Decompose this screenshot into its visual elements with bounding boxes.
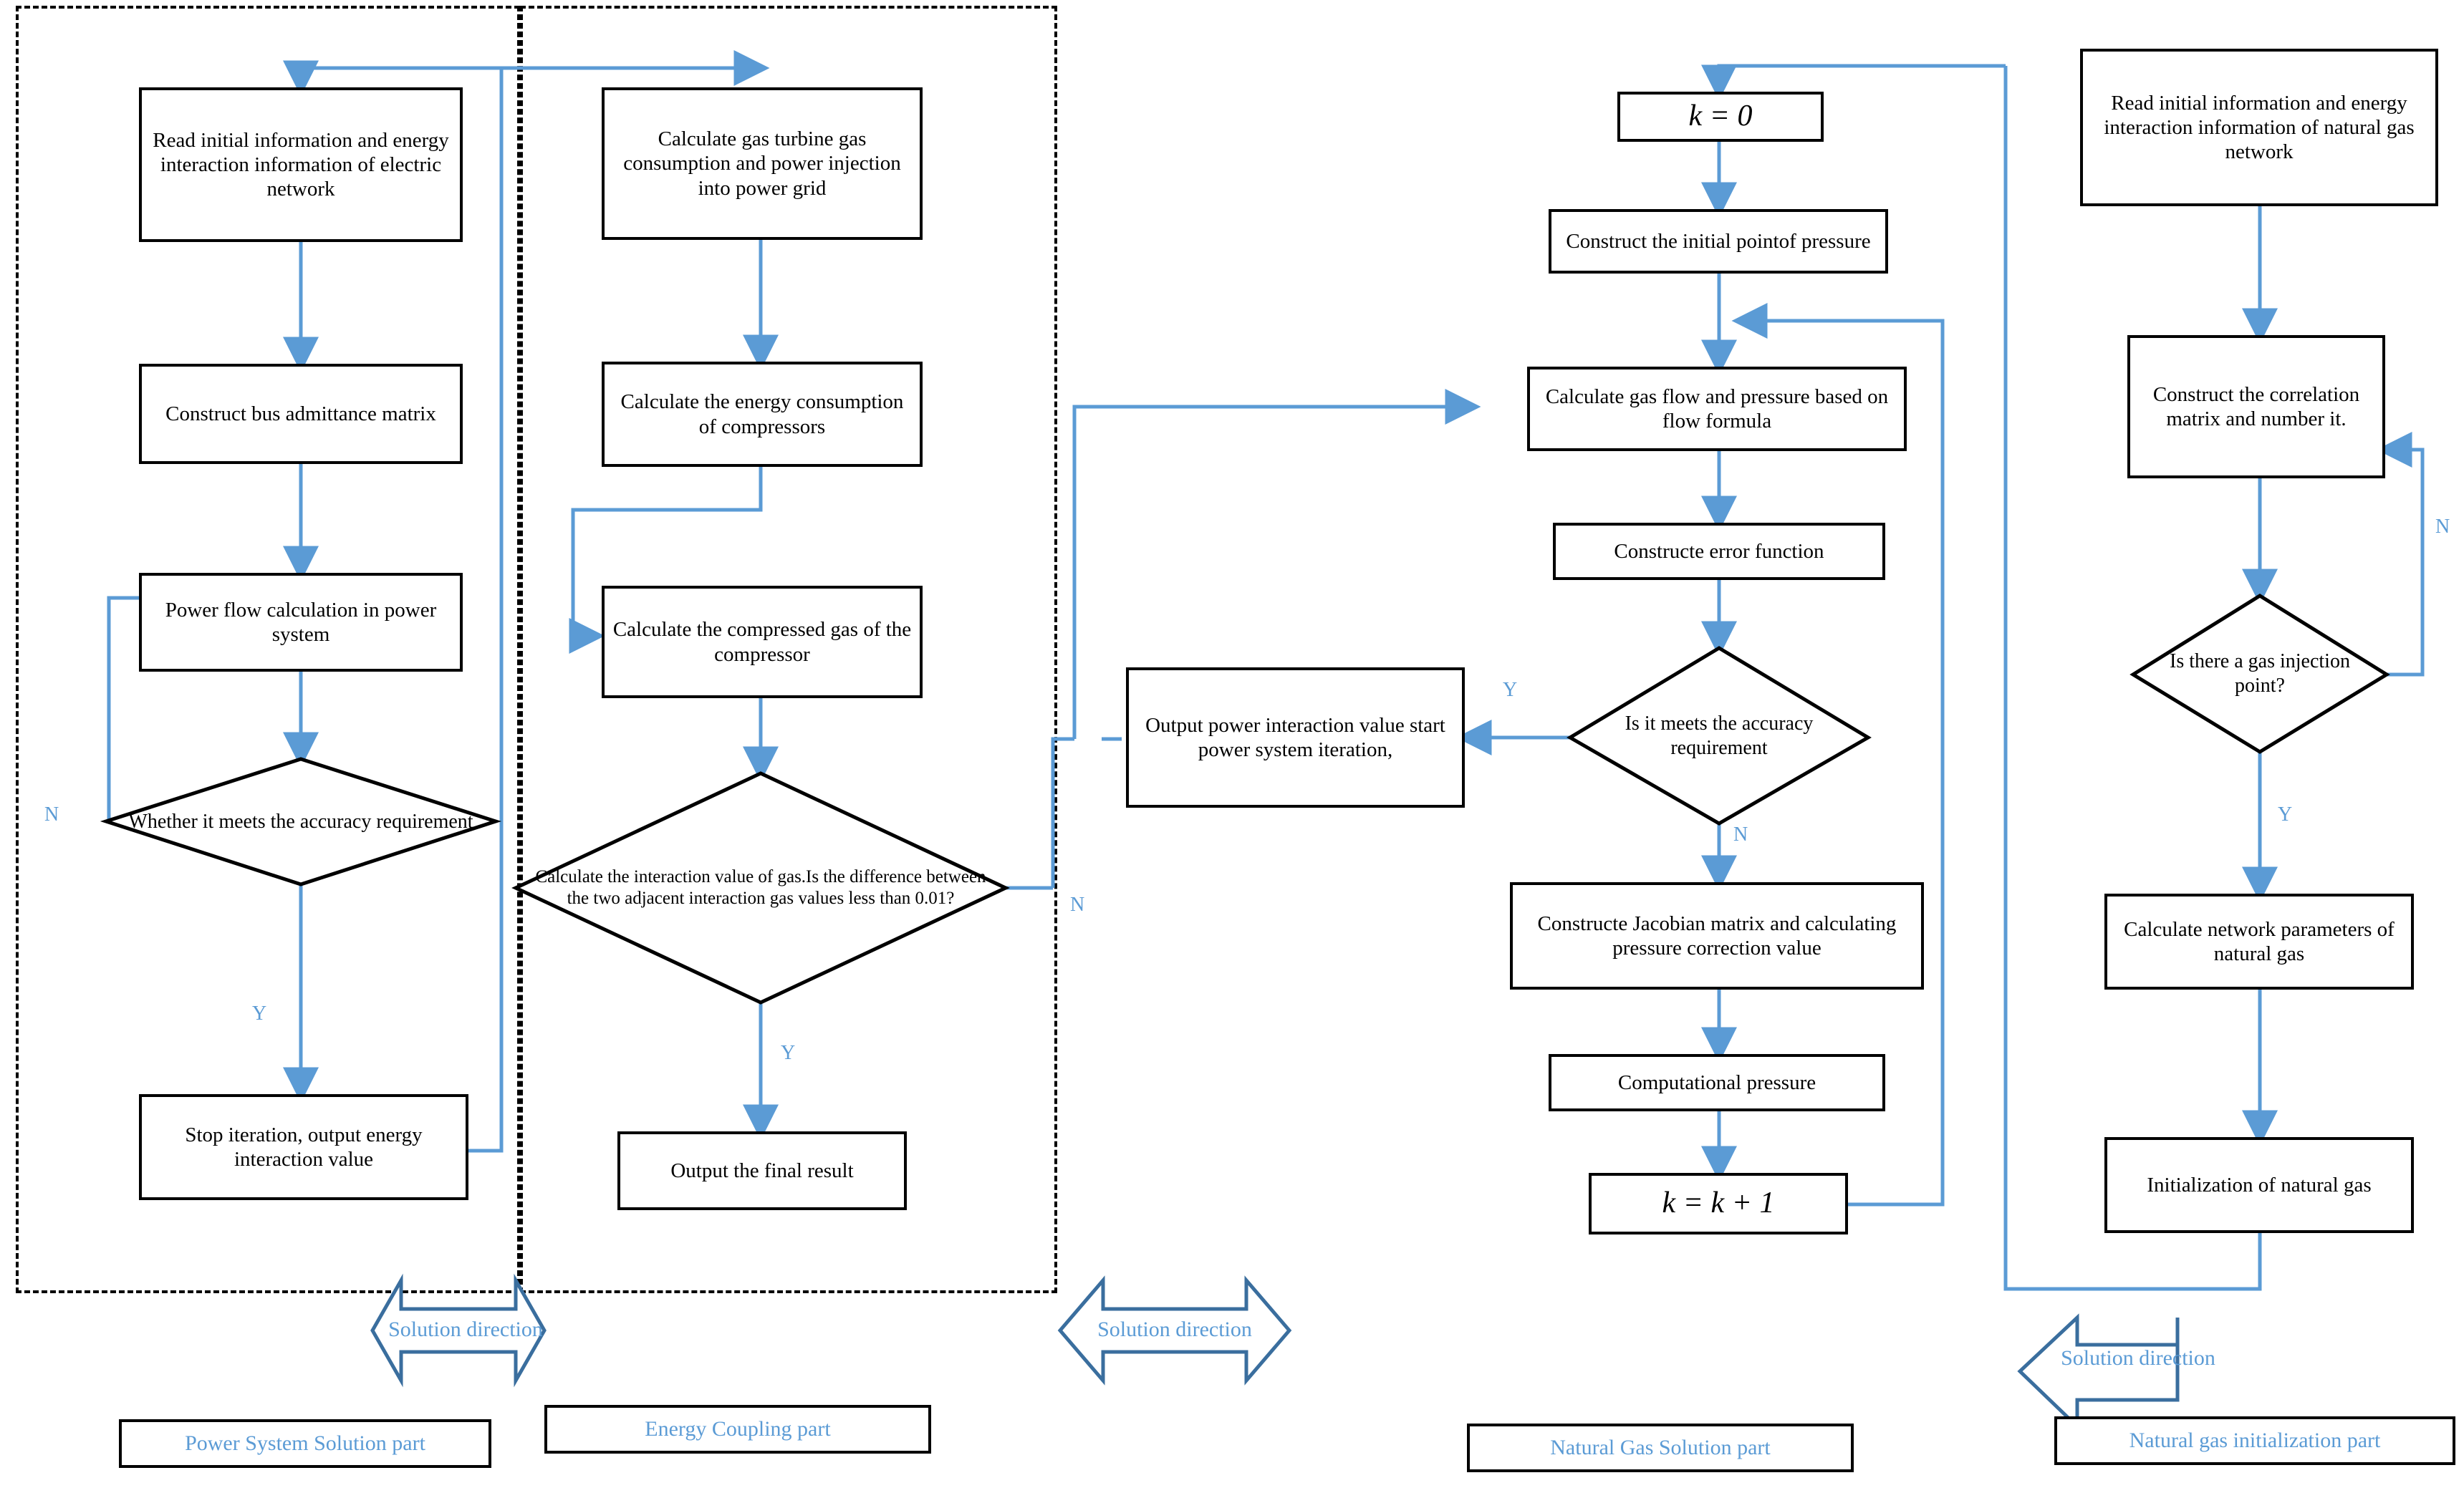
node-ec5-output-final-result[interactable]: Output the final result: [617, 1131, 907, 1210]
node-gi2-label: Construct the correlation matrix and num…: [2152, 382, 2360, 430]
node-ng4-label: Is it meets the accuracy requirement: [1625, 712, 1814, 759]
node-ps5-stop-iteration-output[interactable]: Stop iteration, output energy interactio…: [139, 1094, 468, 1200]
node-ec5-label: Output the final result: [670, 1159, 854, 1182]
node-ps4-label: Whether it meets the accuracy requiremen…: [128, 810, 473, 833]
node-ec3-label: Calculate the compressed gas of the comp…: [612, 618, 912, 666]
node-ng3-label: Constructe error function: [1614, 539, 1824, 563]
legend-natural-gas-initialization-part[interactable]: Natural gas initialization part: [2054, 1416, 2455, 1465]
edge-label-ng-no: N: [1733, 823, 1748, 846]
node-ec4-gas-interaction-decision[interactable]: Calculate the interaction value of gas.I…: [516, 773, 1006, 1002]
legend-energy-coupling-part[interactable]: Energy Coupling part: [544, 1405, 931, 1454]
node-gi4-label: Calculate network parameters of natural …: [2124, 917, 2395, 965]
node-ec4-label: Calculate the interaction value of gas.I…: [535, 867, 986, 908]
node-ec1-label: Calculate gas turbine gas consumption an…: [623, 127, 901, 200]
node-ng7-k-increment[interactable]: k = k + 1: [1589, 1173, 1848, 1234]
node-ng8-output-power-interaction[interactable]: Output power interaction value start pow…: [1126, 667, 1465, 808]
legend-power-system-solution-part[interactable]: Power System Solution part: [119, 1419, 491, 1468]
node-ng0-label: k = 0: [1688, 100, 1753, 133]
direction-marker-1-label: Solution direction: [388, 1318, 543, 1341]
node-ng1-initial-point-pressure[interactable]: Construct the initial pointof pressure: [1549, 209, 1888, 274]
node-gi3-label: Is there a gas injection point?: [2170, 650, 2350, 697]
node-ps3-power-flow-calculation[interactable]: Power flow calculation in power system: [139, 573, 463, 672]
node-ec1-gas-turbine[interactable]: Calculate gas turbine gas consumption an…: [602, 87, 923, 240]
node-gi4-network-parameters[interactable]: Calculate network parameters of natural …: [2104, 894, 2414, 990]
node-ps2-bus-admittance[interactable]: Construct bus admittance matrix: [139, 364, 463, 464]
edge-label-ps-no: N: [44, 803, 59, 826]
edge-label-gi-no: N: [2435, 516, 2450, 538]
legend-natural-gas-solution-part[interactable]: Natural Gas Solution part: [1467, 1424, 1854, 1472]
node-ng7-label: k = k + 1: [1662, 1187, 1775, 1220]
node-ng0-k-equals-zero[interactable]: k = 0: [1617, 92, 1824, 142]
node-ng5-jacobian-matrix[interactable]: Constructe Jacobian matrix and calculati…: [1510, 882, 1924, 990]
edge-label-gi-yes: Y: [2278, 803, 2293, 826]
node-gi1-read-initial-gas-network[interactable]: Read initial information and energy inte…: [2080, 49, 2438, 206]
direction-marker-3-label: Solution direction: [2061, 1346, 2215, 1370]
node-ec2-label: Calculate the energy consumption of comp…: [620, 390, 904, 438]
node-ec2-compressor-energy[interactable]: Calculate the energy consumption of comp…: [602, 362, 923, 467]
node-ng1-label: Construct the initial pointof pressure: [1566, 229, 1871, 253]
node-ng8-label: Output power interaction value start pow…: [1145, 713, 1445, 761]
edge-label-ec-yes: Y: [781, 1042, 796, 1064]
node-ng5-label: Constructe Jacobian matrix and calculati…: [1537, 912, 1897, 960]
legend-energy-coupling-label: Energy Coupling part: [645, 1417, 831, 1441]
node-ec3-compressed-gas[interactable]: Calculate the compressed gas of the comp…: [602, 586, 923, 698]
node-ps4-accuracy-decision[interactable]: Whether it meets the accuracy requiremen…: [106, 759, 496, 884]
node-gi1-label: Read initial information and energy inte…: [2104, 91, 2415, 164]
direction-marker-2-label: Solution direction: [1097, 1318, 1252, 1341]
node-gi2-correlation-matrix[interactable]: Construct the correlation matrix and num…: [2127, 335, 2385, 478]
node-ng6-label: Computational pressure: [1617, 1071, 1816, 1094]
node-ng6-computational-pressure[interactable]: Computational pressure: [1549, 1054, 1885, 1111]
node-ps1-read-initial-electric[interactable]: Read initial information and energy inte…: [139, 87, 463, 242]
node-gi5-label: Initialization of natural gas: [2147, 1173, 2372, 1197]
legend-natural-gas-init-label: Natural gas initialization part: [2129, 1429, 2381, 1452]
node-gi3-gas-injection-decision[interactable]: Is there a gas injection point?: [2133, 596, 2387, 752]
node-ng2-label: Calculate gas flow and pressure based on…: [1545, 385, 1889, 433]
node-ps1-label: Read initial information and energy inte…: [153, 128, 449, 201]
legend-power-system-label: Power System Solution part: [185, 1431, 425, 1455]
edge-label-ec-no: N: [1070, 894, 1085, 916]
legend-natural-gas-solution-label: Natural Gas Solution part: [1550, 1436, 1771, 1459]
node-ps5-label: Stop iteration, output energy interactio…: [185, 1123, 423, 1171]
node-ps2-label: Construct bus admittance matrix: [165, 402, 436, 425]
node-ps3-label: Power flow calculation in power system: [165, 598, 437, 646]
edge-label-ps-yes: Y: [252, 1002, 267, 1025]
node-gi5-initialization-natural-gas[interactable]: Initialization of natural gas: [2104, 1137, 2414, 1233]
edge-label-ng-yes: Y: [1503, 679, 1518, 701]
node-ng2-gas-flow-pressure[interactable]: Calculate gas flow and pressure based on…: [1527, 367, 1907, 451]
node-ng3-error-function[interactable]: Constructe error function: [1553, 523, 1885, 580]
node-ng4-accuracy-decision[interactable]: Is it meets the accuracy requirement: [1570, 648, 1868, 823]
